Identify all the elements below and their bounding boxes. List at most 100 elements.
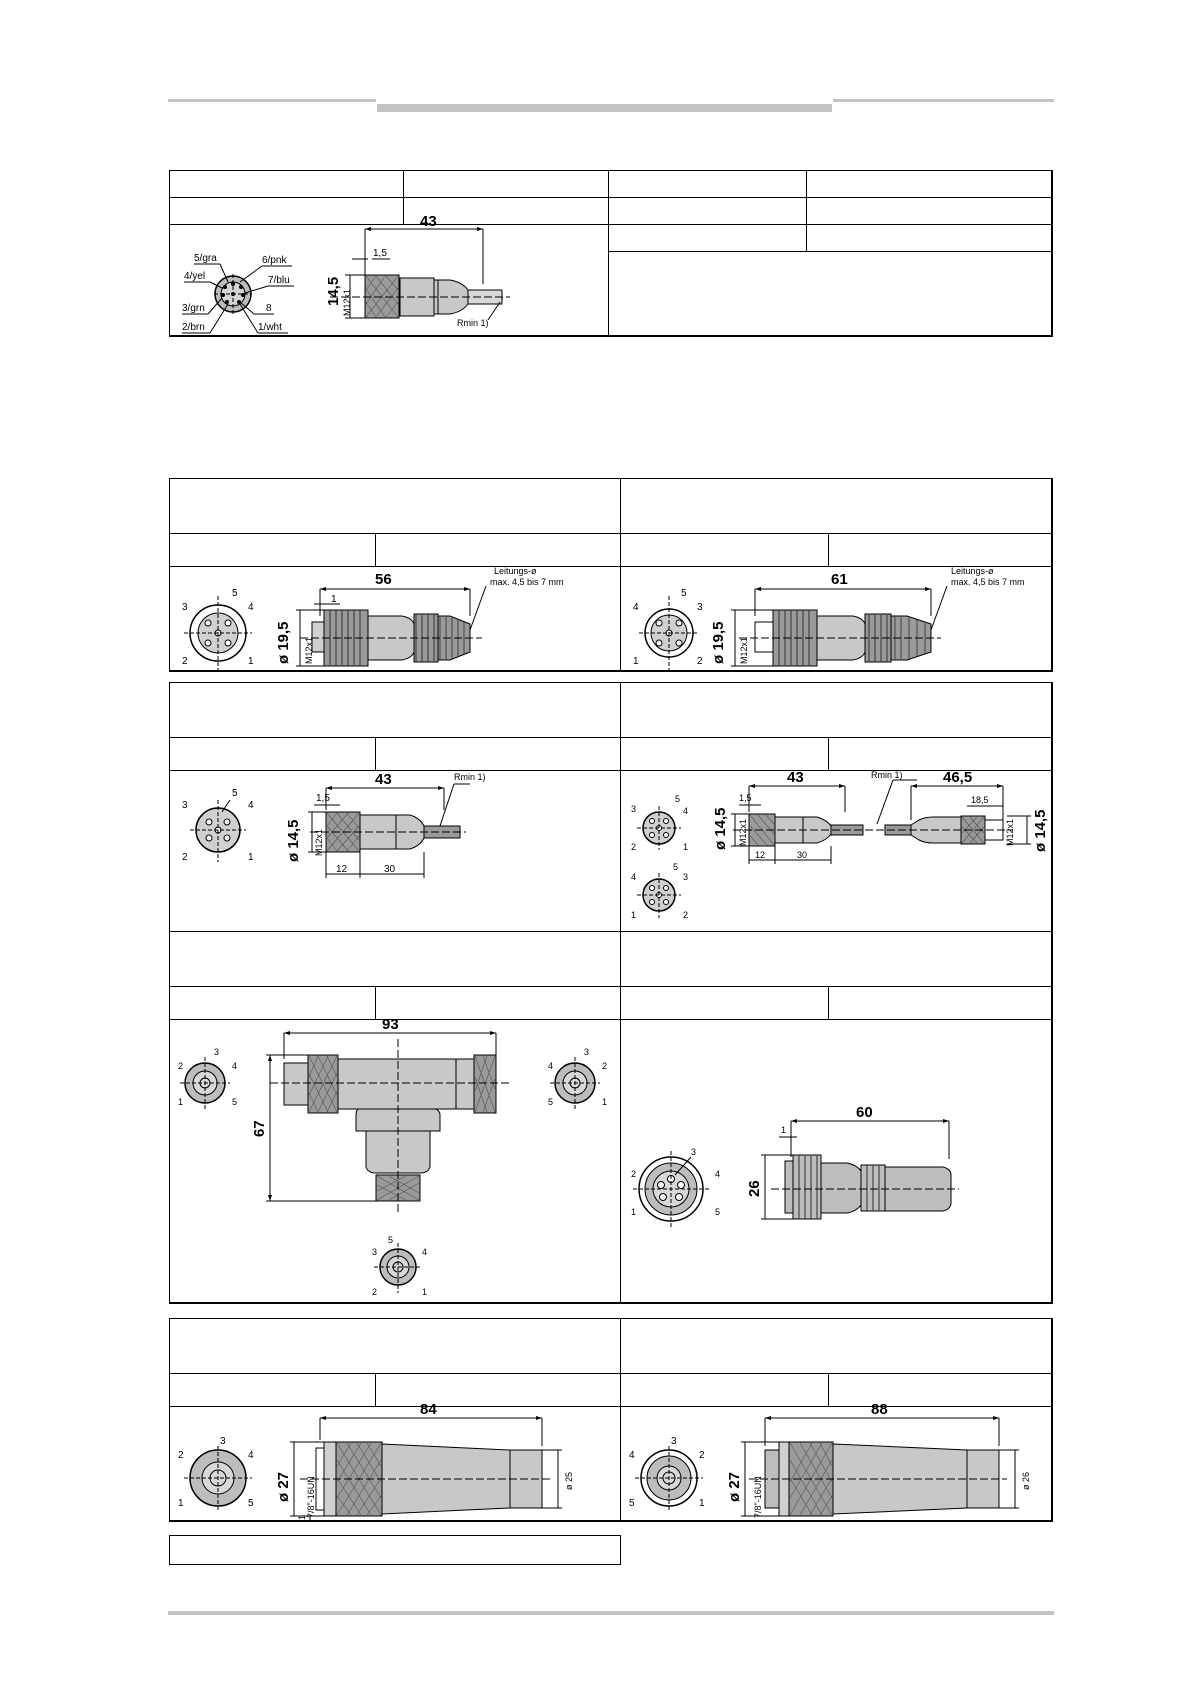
a-left-connector xyxy=(296,585,487,667)
t1-r3c3 xyxy=(608,224,807,252)
b-l-rmin: Rmin 1) xyxy=(454,772,486,782)
b-left-connector xyxy=(308,783,470,878)
d-l-thread: 7/8"-16UN xyxy=(306,1476,316,1518)
c-l-pinR-4: 4 xyxy=(548,1061,553,1071)
b-r-pin-a3: 3 xyxy=(631,804,636,814)
pin-label-4: 4/yel xyxy=(184,271,205,282)
d-l-pin-4: 4 xyxy=(248,1450,254,1461)
c-l-pinL-2: 2 xyxy=(178,1061,183,1071)
d-title-left xyxy=(169,1318,621,1374)
a-sub-r1 xyxy=(620,533,829,567)
c-l-pinB-4: 4 xyxy=(422,1247,427,1257)
t1-dim-thread: M12x1 xyxy=(342,289,352,316)
b-sub-r1 xyxy=(620,737,829,771)
b-r-thread: M12x1 xyxy=(738,819,748,846)
b-l-seg2: 30 xyxy=(384,864,396,875)
c-left-drawing: 2 3 4 1 5 4 3 2 5 1 xyxy=(178,1016,607,1297)
b-l-pin-3: 3 xyxy=(182,800,188,811)
a-r-cable-range: max. 4,5 bis 7 mm xyxy=(951,577,1025,587)
t-distributor-face-right xyxy=(550,1057,600,1109)
a-right-drawing: 4 5 3 1 2 61 ø 19,5 M12x1 Leitungs-ø max… xyxy=(633,566,1025,670)
a-left-drawing: 3 5 4 2 1 56 1 ø 19,5 M12x1 Leitungs-ø xyxy=(182,566,564,670)
pin-label-2: 2/brn xyxy=(182,322,205,333)
pin-label-1: 1/wht xyxy=(258,322,282,333)
c-l-pinL-3: 3 xyxy=(214,1047,219,1057)
d-r-thread: 7/8"-16UN xyxy=(753,1476,763,1518)
d-l-pin-5: 5 xyxy=(248,1498,254,1509)
a-r-length: 61 xyxy=(831,571,848,588)
d-r-pin-4: 4 xyxy=(629,1450,635,1461)
b-sub-l1 xyxy=(169,737,376,771)
b-l-pin-1: 1 xyxy=(248,852,254,863)
b-r-length2: 46,5 xyxy=(943,769,972,786)
c-l-pinB-5: 5 xyxy=(388,1235,393,1245)
d-r-pin-3: 3 xyxy=(671,1436,677,1447)
d-r-pin-1: 1 xyxy=(699,1498,705,1509)
b-r-pin-a5: 5 xyxy=(675,794,680,804)
b-r-d2: 18,5 xyxy=(971,795,989,805)
pin-face-5pin-large xyxy=(633,1151,709,1229)
a-r-pin-5: 5 xyxy=(681,588,687,599)
a-l-dia: ø 19,5 xyxy=(275,621,292,664)
footnote-box xyxy=(169,1535,621,1565)
header-rule-left xyxy=(168,99,376,102)
c-r-pin-2: 2 xyxy=(631,1169,636,1179)
t1-r3c4 xyxy=(806,224,1053,252)
b-r-length: 43 xyxy=(787,769,804,786)
a-title-left xyxy=(169,478,621,534)
b-r-pin-b2: 2 xyxy=(683,910,688,920)
d-left-drawing: 2 3 4 1 5 84 ø 27 7/8"-16UN 1 ø 25 xyxy=(178,1401,574,1522)
d-draw-right xyxy=(620,1406,1053,1522)
b-l-pin-4: 4 xyxy=(248,800,254,811)
c-right-connector xyxy=(761,1119,959,1220)
a-l-pin-3: 3 xyxy=(182,602,188,613)
pin-face-7-8-male xyxy=(635,1446,703,1512)
table-7-8-connectors: 2 3 4 1 5 84 ø 27 7/8"-16UN 1 ø 25 xyxy=(169,1318,1053,1522)
d-sub-l2 xyxy=(375,1373,621,1407)
b-right-drawing: 3 5 4 2 1 4 5 3 1 2 xyxy=(631,769,1049,920)
pin-face-5pin xyxy=(190,799,246,862)
pin-face-b xyxy=(637,873,681,918)
b-l-d1: 1,5 xyxy=(316,793,330,804)
a-sub-l1 xyxy=(169,533,376,567)
a-l-length: 56 xyxy=(375,571,392,588)
d-sub-r1 xyxy=(620,1373,829,1407)
table-connector-8pin: 5/gra 6/pnk 4/yel 7/blu 3/grn 8 2/brn 1/… xyxy=(169,170,1053,337)
a-r-pin-3: 3 xyxy=(697,602,703,613)
b-sub-r2 xyxy=(828,737,1053,771)
d-r-pin-5: 5 xyxy=(629,1498,635,1509)
t1-dim-d1: 1,5 xyxy=(373,248,387,259)
c-l-width: 93 xyxy=(382,1016,399,1033)
d-l-dia: ø 27 xyxy=(275,1472,292,1502)
a-r-cable: Leitungs-ø xyxy=(951,566,994,576)
b-l-length: 43 xyxy=(375,771,392,788)
b-r-pin-b3: 3 xyxy=(683,872,688,882)
a-sub-r2 xyxy=(828,533,1053,567)
t1-r2c3 xyxy=(608,197,807,225)
c-l-pinL-5: 5 xyxy=(232,1097,237,1107)
a-draw-right xyxy=(620,566,1053,672)
d-l-d1: 1 xyxy=(297,1515,307,1520)
c-l-pinR-1: 1 xyxy=(602,1097,607,1107)
t-distributor-face-left xyxy=(180,1057,230,1109)
b-r-seg1: 12 xyxy=(755,850,765,860)
pin-label-6: 6/pnk xyxy=(262,255,287,266)
pin-label-8: 8 xyxy=(266,303,272,314)
t1-r2c4 xyxy=(806,197,1053,225)
c-sub-l2 xyxy=(375,986,621,1020)
d-l-length: 84 xyxy=(420,1401,437,1418)
b-r-pin-a1: 1 xyxy=(683,842,688,852)
pin-face-7-8-female xyxy=(184,1446,252,1512)
d-l-pin-1: 1 xyxy=(178,1498,184,1509)
c-title-left xyxy=(169,931,621,987)
pin-face-5pin-female xyxy=(184,596,252,670)
a-l-cable: Leitungs-ø xyxy=(494,566,537,576)
t1-rmin: Rmin 1) xyxy=(457,318,489,328)
t1-drawing: 5/gra 6/pnk 4/yel 7/blu 3/grn 8 2/brn 1/… xyxy=(182,213,510,334)
a-r-pin-1: 1 xyxy=(633,656,639,667)
d-left-connector xyxy=(290,1416,562,1522)
c-l-pinR-2: 2 xyxy=(602,1061,607,1071)
t-distributor-body xyxy=(266,1031,510,1215)
b-r-pin-a2: 2 xyxy=(631,842,636,852)
b-right-cable-assembly xyxy=(731,779,1031,864)
